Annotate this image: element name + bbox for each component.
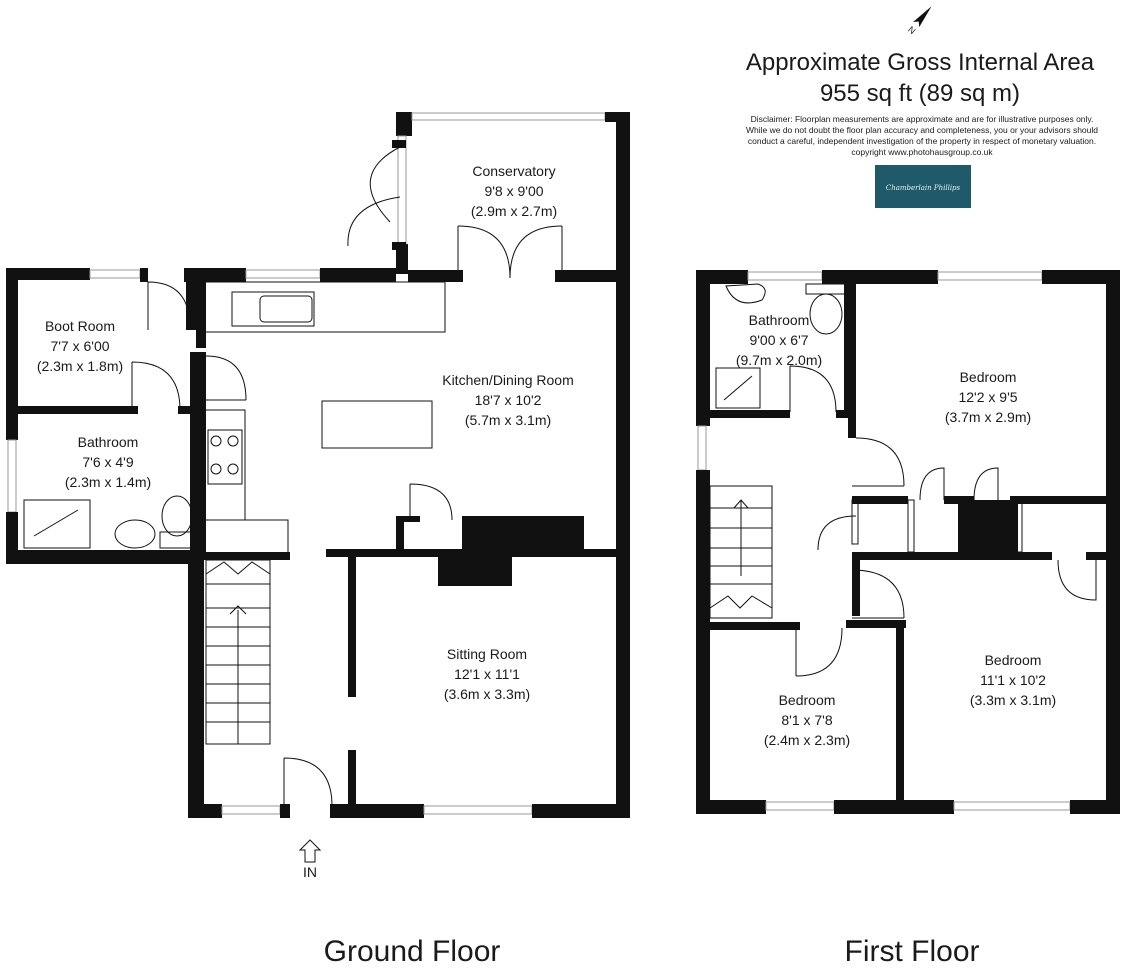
room-ground-bathroom: Bathroom 7'6 x 4'9 (2.3m x 1.4m) <box>65 434 151 490</box>
disclaimer-line-4: copyright www.photohausgroup.co.uk <box>851 147 993 157</box>
disclaimer-line-1: Disclaimer: Floorplan measurements are a… <box>751 114 1094 124</box>
entrance-arrow-icon <box>298 839 322 863</box>
room-imperial: 9'8 x 9'00 <box>484 183 543 199</box>
logo-text: Chamberlain Phillips <box>886 184 961 192</box>
room-imperial: 7'7 x 6'00 <box>50 338 109 354</box>
entrance-label: IN <box>303 864 317 880</box>
disclaimer-line-2: While we do not doubt the floor plan acc… <box>746 125 1098 135</box>
room-imperial: 8'1 x 7'8 <box>781 712 832 728</box>
room-imperial: 9'00 x 6'7 <box>749 332 808 348</box>
room-metric: (3.3m x 3.1m) <box>970 692 1056 708</box>
room-metric: (2.4m x 2.3m) <box>764 732 850 748</box>
room-bedroom-1: Bedroom 12'2 x 9'5 (3.7m x 2.9m) <box>945 369 1031 425</box>
room-metric: (2.9m x 2.7m) <box>471 203 557 219</box>
room-name: Bedroom <box>985 652 1042 668</box>
first-floor-plan <box>696 270 1120 814</box>
compass-icon: N <box>906 6 932 36</box>
room-kitchen: Kitchen/Dining Room 18'7 x 10'2 (5.7m x … <box>442 372 574 428</box>
room-imperial: 7'6 x 4'9 <box>82 454 133 470</box>
room-name: Bedroom <box>779 692 836 708</box>
room-imperial: 18'7 x 10'2 <box>475 392 542 408</box>
first-floor-label: First Floor <box>845 935 980 968</box>
svg-text:N: N <box>906 24 917 36</box>
room-name: Bathroom <box>749 312 810 328</box>
room-metric: (2.3m x 1.4m) <box>65 474 151 490</box>
room-name: Bedroom <box>960 369 1017 385</box>
room-name: Conservatory <box>472 163 555 179</box>
area-title: Approximate Gross Internal Area <box>746 49 1095 76</box>
room-metric: (3.7m x 2.9m) <box>945 409 1031 425</box>
room-conservatory: Conservatory 9'8 x 9'00 (2.9m x 2.7m) <box>471 163 557 219</box>
agency-logo: Chamberlain Phillips <box>875 165 971 208</box>
room-imperial: 11'1 x 10'2 <box>980 672 1046 688</box>
room-sitting-room: Sitting Room 12'1 x 11'1 (3.6m x 3.3m) <box>444 646 530 702</box>
room-imperial: 12'1 x 11'1 <box>454 666 520 682</box>
room-bedroom-2: Bedroom 11'1 x 10'2 (3.3m x 3.1m) <box>970 652 1056 708</box>
room-metric: (9.7m x 2.0m) <box>736 352 822 368</box>
ground-floor-plan <box>6 112 630 863</box>
ground-floor-label: Ground Floor <box>324 935 501 968</box>
room-name: Boot Room <box>45 318 115 334</box>
room-name: Kitchen/Dining Room <box>442 372 574 388</box>
room-metric: (5.7m x 3.1m) <box>465 412 551 428</box>
disclaimer-line-3: conduct a careful, independent investiga… <box>748 136 1096 146</box>
room-name: Bathroom <box>78 434 139 450</box>
room-imperial: 12'2 x 9'5 <box>958 389 1017 405</box>
area-value: 955 sq ft (89 sq m) <box>820 80 1020 107</box>
room-boot-room: Boot Room 7'7 x 6'00 (2.3m x 1.8m) <box>37 318 123 374</box>
room-bedroom-3: Bedroom 8'1 x 7'8 (2.4m x 2.3m) <box>764 692 850 748</box>
room-metric: (3.6m x 3.3m) <box>444 686 530 702</box>
room-name: Sitting Room <box>447 646 527 662</box>
room-first-bathroom: Bathroom 9'00 x 6'7 (9.7m x 2.0m) <box>736 312 822 368</box>
room-metric: (2.3m x 1.8m) <box>37 358 123 374</box>
